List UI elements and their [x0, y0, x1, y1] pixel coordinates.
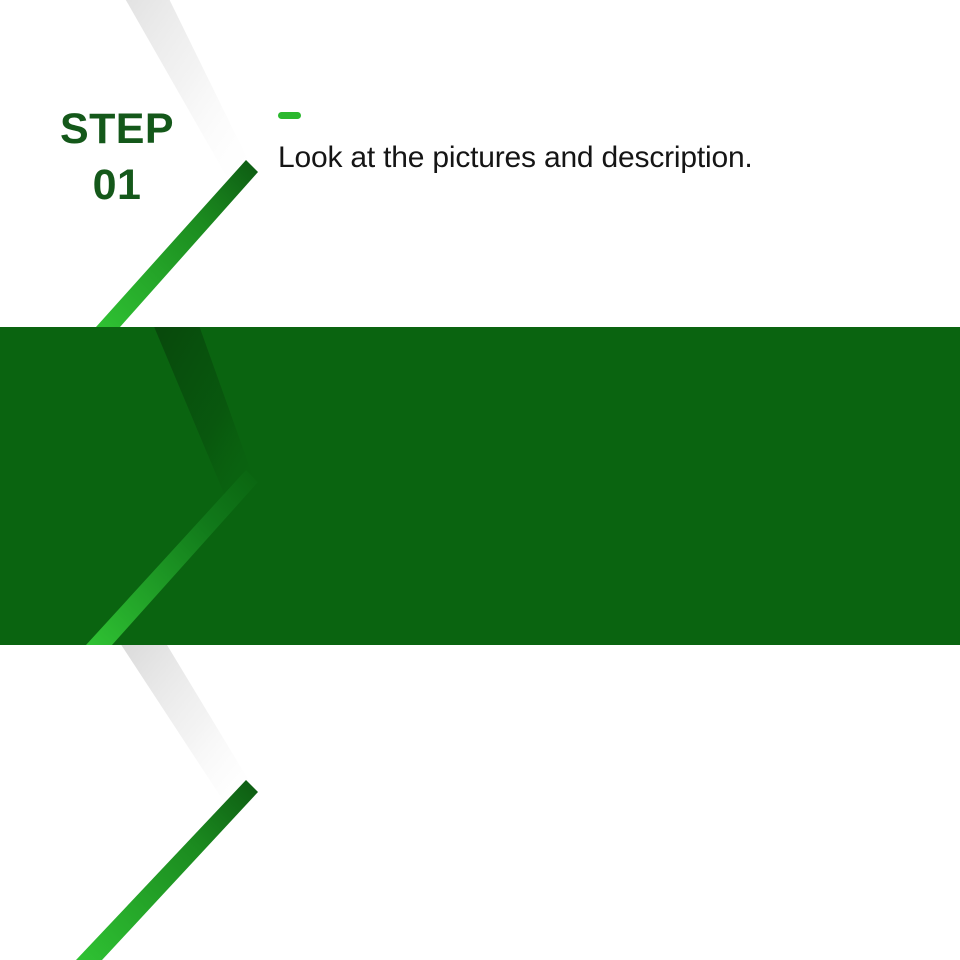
step-word-01: STEP [60, 105, 174, 153]
step-description-text-01: Look at the pictures and description. [278, 141, 753, 174]
dash-marker-icon [278, 112, 301, 119]
step-label-01: STEP 01 [22, 108, 212, 207]
chevron-graphic-02 [0, 327, 340, 645]
step-number-01: 01 [92, 161, 142, 209]
chevron-graphic-03 [0, 645, 340, 960]
step-description-block-01: Look at the pictures and description. [278, 112, 938, 180]
step-row-01: STEP 01 Look at the pictures and descrip… [0, 0, 960, 327]
step-row-03: STEP 03 Confirm condition and fitment BE… [0, 645, 960, 960]
step-row-02: STEP 02 Match part numbers provided. [0, 327, 960, 645]
